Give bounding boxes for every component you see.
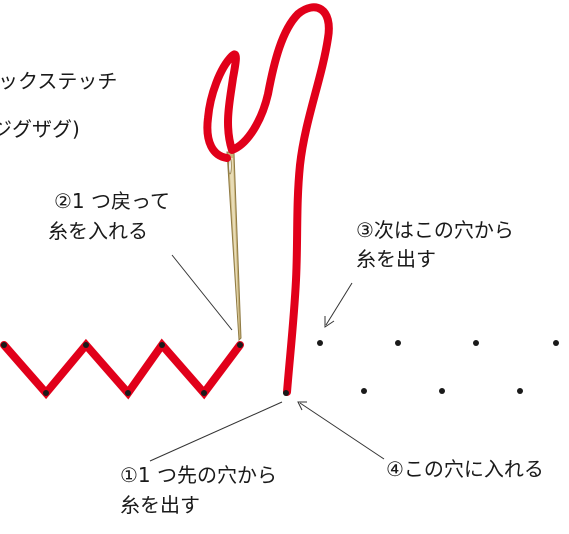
hole bbox=[473, 340, 479, 346]
hole bbox=[361, 388, 367, 394]
arrow-step4 bbox=[297, 401, 385, 460]
hole bbox=[43, 390, 49, 396]
label-step1-line1: ①1 つ先の穴から bbox=[120, 463, 277, 487]
hole bbox=[201, 390, 207, 396]
thread bbox=[203, 3, 333, 396]
hole bbox=[395, 340, 401, 346]
title-line-2: ジグザグ) bbox=[0, 117, 80, 141]
label-step1-line2: 糸を出す bbox=[120, 493, 200, 517]
hole bbox=[553, 340, 559, 346]
zigzag-stitches bbox=[0, 338, 244, 400]
hole bbox=[283, 390, 289, 396]
title-line-1: ックステッチ bbox=[0, 69, 117, 93]
hole bbox=[517, 388, 523, 394]
holes bbox=[1, 340, 559, 396]
hole bbox=[237, 342, 243, 348]
hole bbox=[1, 342, 7, 348]
label-step2-line1: ②1 つ戻って bbox=[54, 189, 170, 213]
hole bbox=[317, 340, 323, 346]
label-step4-line1: ④この穴に入れる bbox=[386, 457, 544, 481]
label-step3-line2: 糸を出す bbox=[356, 247, 436, 271]
hole bbox=[83, 342, 89, 348]
leader-line-step2 bbox=[171, 254, 233, 331]
hole bbox=[439, 388, 445, 394]
needle bbox=[226, 151, 242, 342]
arrow-step3 bbox=[324, 282, 353, 328]
leader-line-step1 bbox=[149, 401, 283, 462]
hole bbox=[159, 342, 165, 348]
label-step2-line2: 糸を入れる bbox=[48, 219, 148, 243]
label-step3-line1: ③次はこの穴から bbox=[356, 218, 514, 242]
hole bbox=[125, 390, 131, 396]
